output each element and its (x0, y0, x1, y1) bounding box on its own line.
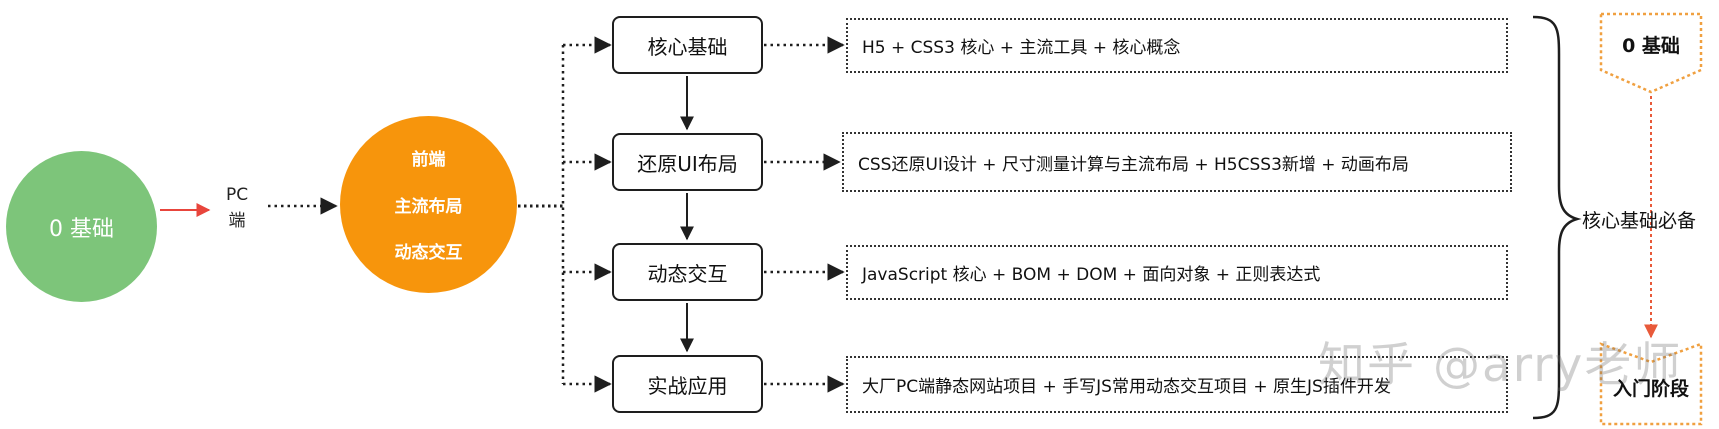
detail-text-1: H5 + CSS3 核心 + 主流工具 + 核心概念 (862, 38, 1181, 58)
detail-box-4: 大厂PC端静态网站项目 + 手写JS常用动态交互项目 + 原生JS插件开发 (846, 356, 1508, 413)
level-to: 入门阶段 (1600, 343, 1702, 425)
hub-node: 前端 主流布局 动态交互 (340, 116, 517, 293)
level-to-shape (1599, 342, 1703, 426)
detail-text-4: 大厂PC端静态网站项目 + 手写JS常用动态交互项目 + 原生JS插件开发 (862, 377, 1391, 397)
group-brace (1532, 15, 1582, 420)
stage-box-2: 还原UI布局 (612, 133, 763, 191)
hub-node-line-1: 前端 (411, 150, 446, 170)
stage-box-1: 核心基础 (612, 16, 763, 74)
stage-box-4: 实战应用 (612, 355, 763, 413)
stage-label-3: 动态交互 (647, 261, 728, 286)
hub-node-line-3: 动态交互 (394, 243, 463, 263)
level-from-label: 0 基础 (1622, 34, 1680, 57)
branch-label-line-1: PC (225, 185, 249, 205)
branch-label: PC 端 (212, 182, 262, 234)
stage-label-1: 核心基础 (647, 34, 728, 59)
level-to-label: 入门阶段 (1612, 377, 1689, 400)
level-from: 0 基础 (1600, 12, 1702, 92)
stage-box-3: 动态交互 (612, 243, 763, 301)
level-from-shape (1599, 12, 1703, 94)
start-node-label: 0 基础 (49, 216, 114, 242)
detail-box-3: JavaScript 核心 + BOM + DOM + 面向对象 + 正则表达式 (846, 245, 1508, 300)
stage-label-2: 还原UI布局 (637, 151, 738, 176)
start-node: 0 基础 (6, 151, 157, 302)
detail-text-2: CSS还原UI设计 + 尺寸测量计算与主流布局 + H5CSS3新增 + 动画布… (858, 154, 1409, 175)
stage-label-4: 实战应用 (647, 373, 728, 398)
detail-text-3: JavaScript 核心 + BOM + DOM + 面向对象 + 正则表达式 (862, 265, 1321, 285)
detail-box-1: H5 + CSS3 核心 + 主流工具 + 核心概念 (846, 18, 1508, 73)
branch-label-line-2: 端 (228, 211, 246, 231)
group-label: 核心基础必备 (1582, 210, 1697, 232)
hub-node-line-2: 主流布局 (394, 196, 463, 217)
detail-box-2: CSS还原UI设计 + 尺寸测量计算与主流布局 + H5CSS3新增 + 动画布… (842, 132, 1512, 192)
watermark: 知乎 @arry老师 (1318, 338, 1683, 393)
